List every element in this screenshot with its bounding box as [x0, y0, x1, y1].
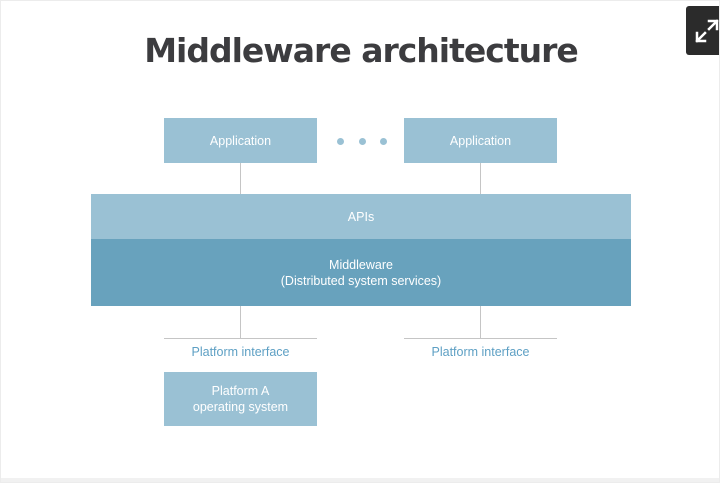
platform-interface-line-right	[404, 338, 557, 339]
apis-layer: APIs	[91, 194, 631, 239]
connector-app-left	[240, 163, 241, 194]
application-box-left: Application	[164, 118, 317, 163]
application-right-label: Application	[449, 133, 512, 148]
middleware-subtitle: (Distributed system services)	[280, 273, 442, 288]
application-box-right: Application	[404, 118, 557, 163]
ellipsis-dot	[380, 137, 387, 145]
platform-interface-right: Platform interface	[431, 345, 530, 359]
expand-arrows-icon	[695, 18, 719, 43]
apis-label: APIs	[347, 209, 375, 224]
platform-a-title: Platform A	[211, 384, 270, 398]
ellipsis-dot	[337, 137, 344, 145]
expand-button[interactable]	[686, 6, 719, 55]
platform-interface-left: Platform interface	[191, 345, 290, 359]
middleware-layer: Middleware (Distributed system services)	[91, 239, 631, 306]
connector-platform-right	[480, 306, 481, 338]
platform-interface-line-left	[164, 338, 317, 339]
platform-a-subtitle: operating system	[192, 400, 289, 414]
application-left-label: Application	[209, 133, 272, 148]
ellipsis-dots	[337, 131, 387, 151]
diagram-title: Middleware architecture	[144, 31, 579, 70]
bottom-divider	[1, 478, 719, 482]
platform-a-box: Platform A operating system	[164, 372, 317, 426]
ellipsis-dot	[358, 137, 366, 145]
connector-platform-left	[240, 306, 241, 338]
connector-app-right	[480, 163, 481, 194]
middleware-title: Middleware	[329, 257, 393, 272]
